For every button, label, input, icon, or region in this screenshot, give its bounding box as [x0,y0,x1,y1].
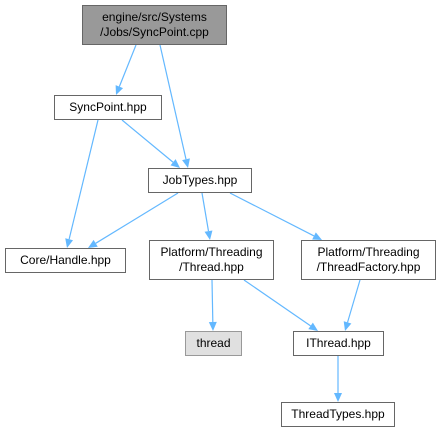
edge-line [211,279,214,323]
arrowhead-icon [334,393,342,402]
edge-jobtypes-hpp-to-handle-hpp [88,192,179,248]
node-syncpoint-cpp: engine/src/Systems /Jobs/SyncPoint.cpp [82,5,227,45]
edge-line [159,44,187,160]
arrowhead-icon [115,85,124,95]
node-label: Platform/Threading /Thread.hpp [160,245,263,274]
edge-line [346,279,361,323]
arrowhead-icon [204,230,213,240]
node-label: JobTypes.hpp [162,173,238,187]
edge-line [243,279,311,327]
node-label: thread [196,336,231,350]
edge-jobtypes-hpp-to-thread-hpp [201,192,213,240]
arrowhead-icon [343,321,352,331]
node-label: engine/src/Systems /Jobs/SyncPoint.cpp [100,10,209,39]
arrowhead-icon [312,232,322,240]
node-threadtypes-hpp[interactable]: ThreadTypes.hpp [281,402,395,427]
edge-thread-hpp-to-ithread-hpp [243,279,318,331]
edge-threadfactory-hpp-to-ithread-hpp [343,279,361,331]
edge-syncpoint-hpp-to-jobtypes-hpp [121,119,180,168]
node-threadfactory-hpp[interactable]: Platform/Threading /ThreadFactory.hpp [301,240,436,280]
node-syncpoint-hpp[interactable]: SyncPoint.hpp [54,95,162,120]
node-thread-sys: thread [185,331,242,356]
edge-line [121,119,174,163]
arrowhead-icon [182,158,190,168]
edge-line [201,192,210,232]
edge-thread-hpp-to-thread-sys [208,279,217,331]
edge-syncpoint-hpp-to-handle-hpp [65,119,99,248]
arrowhead-icon [65,238,74,248]
edge-jobtypes-hpp-to-threadfactory-hpp [229,192,322,240]
node-label: ThreadTypes.hpp [291,407,385,421]
edge-syncpoint-cpp-to-syncpoint-hpp [115,44,137,95]
node-label: IThread.hpp [306,336,371,350]
edge-line [229,192,315,237]
node-thread-hpp[interactable]: Platform/Threading /Thread.hpp [149,240,274,280]
edge-ithread-hpp-to-threadtypes-hpp [334,356,342,402]
node-label: Platform/Threading /ThreadFactory.hpp [316,245,421,274]
arrowhead-icon [208,321,217,331]
node-label: SyncPoint.hpp [69,100,147,114]
arrowhead-icon [88,239,98,248]
node-label: Core/Handle.hpp [20,253,111,267]
edge-line [68,119,99,240]
edge-line [95,192,179,244]
arrowhead-icon [308,322,318,331]
node-jobtypes-hpp[interactable]: JobTypes.hpp [148,168,252,193]
edge-line [118,44,137,87]
arrowhead-icon [170,159,180,168]
node-ithread-hpp[interactable]: IThread.hpp [293,331,384,356]
edge-syncpoint-cpp-to-jobtypes-hpp [159,44,190,168]
node-handle-hpp[interactable]: Core/Handle.hpp [5,248,126,273]
